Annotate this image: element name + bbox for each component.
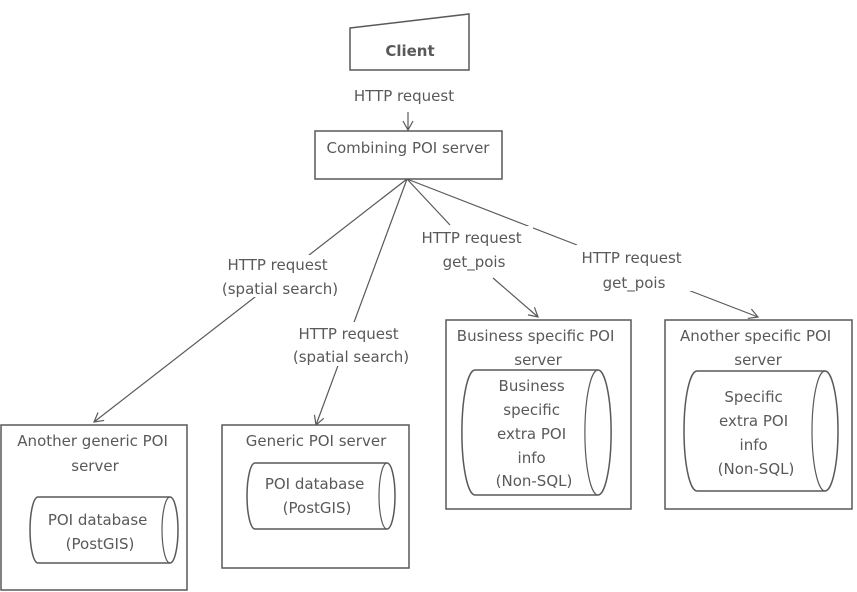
business-db-front-arc — [584, 369, 599, 496]
edge-label-line: get_pois — [603, 274, 666, 293]
edge-to-another-generic — [93, 178, 408, 423]
business-db-node: Business specific extra POI info (Non-SQ… — [461, 369, 612, 496]
combining-server-node: Combining POI server — [314, 130, 503, 180]
another-generic-db-shape — [29, 496, 179, 564]
another-generic-db-front-arc — [161, 496, 171, 564]
another-specific-db-label: Specific extra POI info (Non-SQL) — [718, 388, 795, 478]
generic-server-node: Generic POI server POI database (PostGIS… — [221, 424, 410, 569]
edge-label-line: get_pois — [443, 253, 506, 272]
another-generic-db-label-line: (PostGIS) — [66, 535, 135, 553]
edge-label-line: HTTP request — [422, 229, 522, 247]
edge-label-line: (spatial search) — [222, 280, 338, 298]
business-db-label-line: (Non-SQL) — [496, 472, 573, 490]
business-server-label-line: server — [514, 351, 562, 369]
edge-label-line: HTTP request — [354, 87, 454, 105]
another-generic-server-label-line: server — [71, 457, 119, 475]
another-specific-db-front-arc — [811, 370, 826, 492]
edge-label-to-another-specific: HTTP request get_pois — [582, 249, 687, 293]
edge-label-line: HTTP request — [582, 249, 682, 267]
combining-server-label: Combining POI server — [327, 139, 491, 157]
another-specific-db-label-line: (Non-SQL) — [718, 460, 795, 478]
edge-to-another-specific-arrow — [687, 289, 760, 320]
edge-to-business-arrow — [492, 277, 539, 318]
another-generic-db-label-line: POI database — [48, 511, 148, 529]
another-generic-server-node: Another generic POI server POI database … — [0, 424, 188, 591]
combining-server-box — [314, 130, 503, 180]
generic-db-node: POI database (PostGIS) — [246, 462, 396, 530]
edge-label-to-business: HTTP request get_pois — [422, 229, 527, 272]
business-db-label-line: specific — [503, 401, 560, 419]
edge-label-bg — [348, 84, 460, 106]
client-label: Client — [385, 42, 434, 60]
edge-label-to-another-generic: HTTP request (spatial search) — [222, 256, 338, 298]
another-specific-db-label-line: extra POI — [719, 412, 788, 430]
business-server-label: Business specific POI server — [457, 327, 619, 369]
business-db-label-line: extra POI — [497, 425, 566, 443]
edge-label-line: (spatial search) — [293, 348, 409, 366]
business-db-label: Business specific extra POI info (Non-SQ… — [496, 377, 573, 490]
business-db-label-line: info — [518, 449, 546, 467]
client-label-line: Client — [385, 42, 434, 60]
edge-to-generic — [313, 178, 408, 427]
another-specific-server-label-line: server — [734, 351, 782, 369]
edges — [93, 112, 760, 427]
edge-label-to-generic: HTTP request (spatial search) — [293, 325, 409, 366]
another-specific-server-label-line: Another specific POI — [680, 327, 831, 345]
another-generic-db-label: POI database (PostGIS) — [48, 511, 152, 553]
business-server-label-line: Business specific POI — [457, 327, 615, 345]
generic-server-label: Generic POI server — [246, 432, 387, 450]
generic-db-label: POI database (PostGIS) — [265, 475, 369, 517]
generic-db-front-arc — [378, 462, 388, 530]
edge-label-bg — [216, 255, 344, 297]
client-node: Client — [349, 13, 470, 71]
edge-label-bg — [575, 245, 693, 291]
another-generic-server-label: Another generic POI server — [17, 432, 172, 475]
edge-label-line: HTTP request — [299, 325, 399, 343]
edge-to-business — [406, 178, 451, 226]
another-generic-db-node: POI database (PostGIS) — [29, 496, 179, 564]
another-specific-db-node: Specific extra POI info (Non-SQL) — [683, 370, 839, 492]
another-specific-db-label-line: info — [740, 436, 768, 454]
combining-server-label-line: Combining POI server — [327, 139, 491, 157]
another-generic-server-label-line: Another generic POI — [17, 432, 168, 450]
generic-db-label-line: (PostGIS) — [283, 499, 352, 517]
generic-db-shape — [246, 462, 396, 530]
edge-label-bg — [287, 322, 415, 366]
client-shape — [349, 13, 470, 71]
another-specific-server-label: Another specific POI server — [680, 327, 836, 369]
edge-to-another-specific — [406, 178, 578, 246]
business-db-label-line: Business — [499, 377, 565, 395]
generic-server-label-line: Generic POI server — [246, 432, 387, 450]
generic-db-label-line: POI database — [265, 475, 365, 493]
business-server-node: Business specific POI server Business sp… — [445, 319, 632, 510]
edge-label-bg — [415, 226, 533, 276]
edge-label-line: HTTP request — [228, 256, 328, 274]
edge-label-client-to-combining: HTTP request — [354, 87, 454, 105]
another-specific-server-node: Another specific POI server Specific ext… — [664, 319, 853, 510]
another-specific-db-label-line: Specific — [724, 388, 782, 406]
